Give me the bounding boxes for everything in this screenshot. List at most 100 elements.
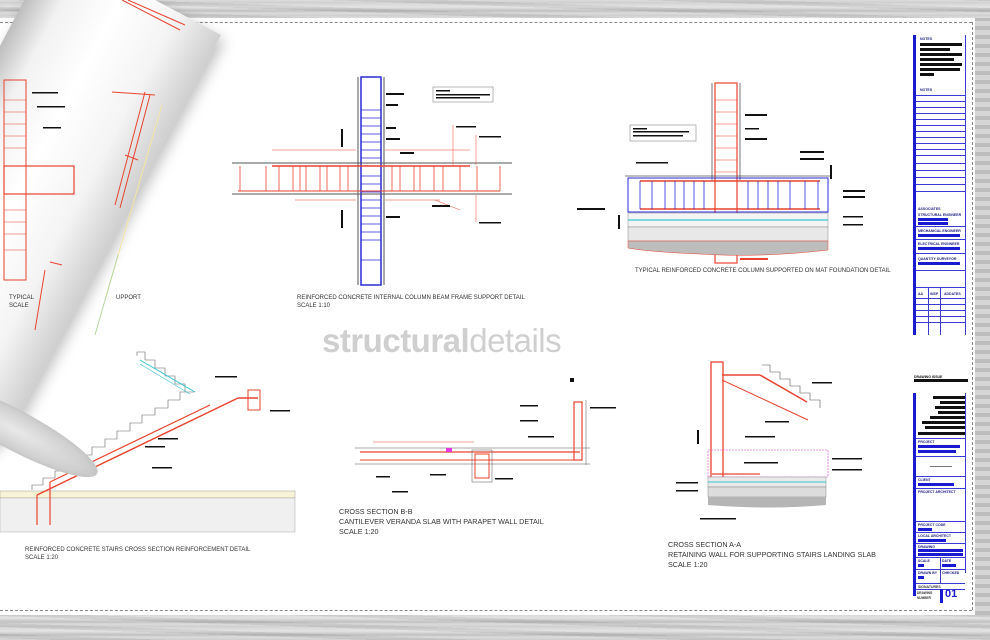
tb-row-line <box>916 583 965 584</box>
drawing-2-caption: REINFORCED CONCRETE INTERNAL COLUMN BEAM… <box>297 294 525 310</box>
tb-electrical-engineer-value <box>918 247 960 250</box>
title-block-upper <box>913 35 916 335</box>
tb-row-line <box>916 226 965 227</box>
tb-quantity-surveyor-value <box>918 262 960 265</box>
tb-drawn-by-value <box>918 576 924 579</box>
tb-row-line <box>916 143 965 144</box>
tb-row-line <box>916 532 965 533</box>
tb-row-line <box>916 163 965 164</box>
drawing-6-scale: SCALE 1:20 <box>668 560 708 569</box>
tb-signatures: SIGNATURES <box>918 585 941 589</box>
drawing-5-section: CROSS SECTION B-B <box>339 507 413 516</box>
wood-edge <box>975 18 990 615</box>
tb-drawing-value <box>918 549 963 552</box>
tb-row-line <box>916 137 965 138</box>
tb-notes-2: NOTES <box>920 88 933 92</box>
tb-structural-engineer-value <box>918 222 948 225</box>
drawing-1-scale: SCALE <box>9 303 29 309</box>
tb-row-line <box>916 253 965 254</box>
tb-drawn-by: DRAWN BY <box>918 571 938 575</box>
tb-row-line <box>916 521 965 522</box>
tb-project-code: PROJECT CODE <box>918 523 946 527</box>
drawing-1-title: TYPICAL <box>9 295 35 301</box>
tb-upper-right-border <box>965 35 966 335</box>
watermark-bold: structural <box>322 322 470 359</box>
tb-rev-col-aa: AA <box>918 292 924 296</box>
drawing-3-caption: TYPICAL REINFORCED CONCRETE COLUMN SUPPO… <box>635 268 891 274</box>
tb-mechanical-engineer-value <box>918 234 960 237</box>
tb-row-line <box>916 569 965 570</box>
redacted-note <box>920 68 960 71</box>
redacted-text <box>938 411 965 414</box>
tb-col-line <box>928 287 929 335</box>
tb-local-architect: LOCAL ARCHITECT <box>918 534 952 538</box>
drawing-5-scale: SCALE 1:20 <box>339 527 379 536</box>
tb-row-line <box>916 177 965 178</box>
tb-drawing-value <box>918 553 963 556</box>
tb-rev-col-insp: INSP <box>930 292 939 296</box>
tb-row-line <box>916 101 965 102</box>
tb-electrical-engineer: ELECTRICAL ENGINEER <box>918 242 960 246</box>
tb-row-line <box>916 107 965 108</box>
redacted-text <box>914 379 968 382</box>
tb-checked: CHECKED <box>942 571 960 575</box>
tb-quantity-surveyor: QUANTITY SURVEYOR <box>918 257 957 261</box>
drawing-5-caption: CROSS SECTION B-B CANTILEVER VERANDA SLA… <box>339 507 544 537</box>
rolled-paper-drawing <box>34 0 186 336</box>
redacted-text <box>918 432 965 435</box>
tb-project: PROJECT <box>918 440 935 444</box>
drawing-4-scale: SCALE 1:20 <box>25 555 59 561</box>
tb-client-value <box>918 483 954 486</box>
tb-row-line <box>916 170 965 171</box>
drawing-2-title: REINFORCED CONCRETE INTERNAL COLUMN BEAM… <box>297 295 525 301</box>
drawing-6-section: CROSS SECTION A-A <box>668 540 742 549</box>
tb-structural-engineer-value <box>918 218 948 221</box>
tb-number-divider <box>940 589 943 603</box>
tb-row-line <box>916 119 965 120</box>
sheet-border-bottom <box>0 610 972 611</box>
tb-rev-col-addates: ADDATES <box>944 292 961 296</box>
tb-row-line <box>916 270 965 271</box>
tb-client: CLIENT <box>918 478 931 482</box>
tb-project-value <box>918 450 956 453</box>
tb-project-value <box>918 445 960 448</box>
tb-row-line <box>916 113 965 114</box>
drawing-4-caption: REINFORCED CONCRETE STAIRS CROSS SECTION… <box>25 546 250 562</box>
tb-project-architect: PROJECT ARCHITECT <box>918 490 956 494</box>
tb-project-code-value <box>918 528 932 531</box>
tb-mechanical-engineer: MECHANICAL ENGINEER <box>918 229 961 233</box>
tb-date-value <box>942 564 956 567</box>
redacted-text <box>930 416 965 419</box>
tb-structural-engineer: STRUCTURAL ENGINEER <box>918 213 962 217</box>
tb-row-line <box>916 488 965 489</box>
tb-col-line <box>940 557 941 583</box>
redacted-note <box>920 58 954 61</box>
tb-local-architect-value <box>918 539 946 542</box>
redacted-text <box>940 401 965 404</box>
tb-row-line <box>916 125 965 126</box>
tb-logo-line <box>930 466 952 467</box>
tb-row-line <box>916 438 965 439</box>
column-beam-partial-drawing <box>3 79 75 281</box>
redacted-note <box>920 73 934 76</box>
drawing-6-caption: CROSS SECTION A-A RETAINING WALL FOR SUP… <box>668 540 876 570</box>
tb-row-line <box>916 239 965 240</box>
title-block-lower <box>913 393 916 596</box>
sheet-border-right <box>972 22 973 610</box>
watermark-light: details <box>469 322 562 359</box>
tb-row-line <box>916 95 965 96</box>
drawing-2-scale: SCALE 1:10 <box>297 303 331 309</box>
drawing-1-caption: TYPICAL SCALE <box>9 294 34 310</box>
drawing-6-title: RETAINING WALL FOR SUPPORTING STAIRS LAN… <box>668 550 876 559</box>
sheet-border-top <box>0 22 972 23</box>
redacted-note <box>920 48 950 51</box>
tb-row-line <box>916 155 965 156</box>
redacted-note <box>920 43 962 46</box>
tb-col-line <box>940 287 941 335</box>
tb-row-line <box>916 191 965 192</box>
redacted-text <box>922 421 965 424</box>
redacted-note <box>920 53 962 56</box>
tb-drawing-issue: DRAWING ISSUE <box>914 375 943 379</box>
tb-row-line <box>916 476 965 477</box>
tb-drawing: DRAWING <box>918 545 935 549</box>
